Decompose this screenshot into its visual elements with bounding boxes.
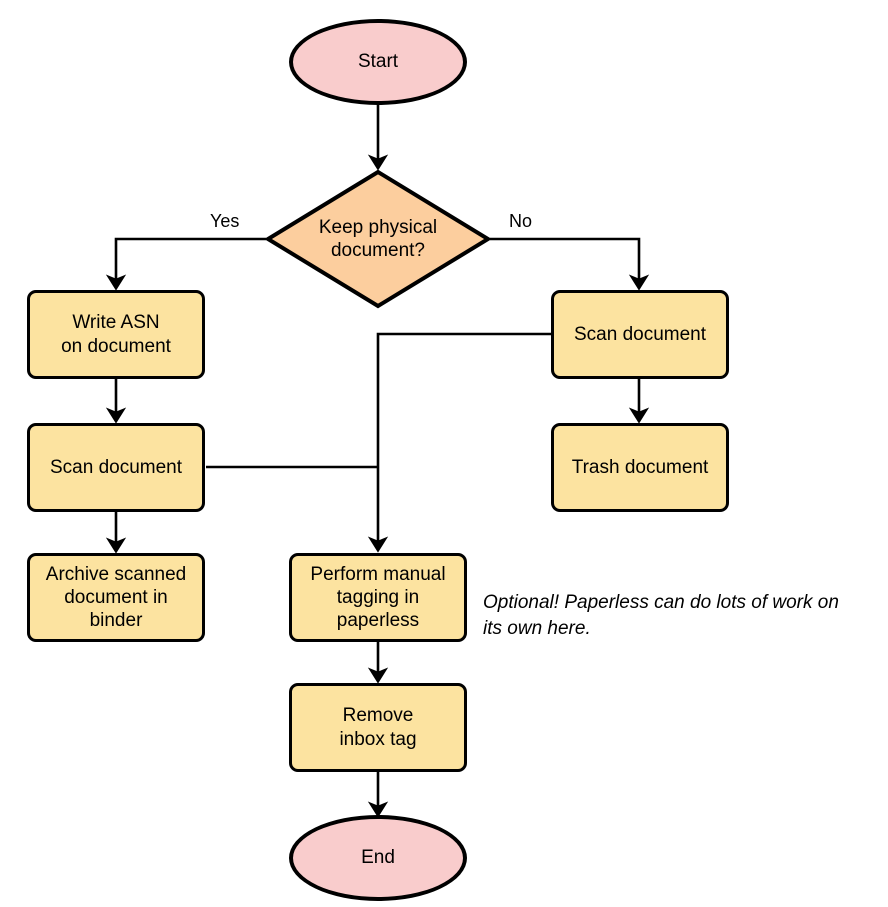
edge-scanright-to-tagging — [367, 332, 552, 553]
edge-decision-yes — [105, 237, 266, 291]
node-end-label: End — [361, 847, 395, 869]
node-scan-document-right[interactable]: Scan document — [551, 290, 729, 379]
node-trash-document[interactable]: Trash document — [551, 423, 729, 512]
optional-note: Optional! Paperless can do lots of work … — [483, 592, 839, 639]
edge-decision-no — [490, 237, 650, 291]
node-archive-binder[interactable]: Archive scanned document in binder — [27, 553, 205, 642]
node-trash-document-label: Trash document — [571, 456, 709, 478]
node-scan-document-left[interactable]: Scan document — [27, 423, 205, 512]
node-decision[interactable]: Keep physical document? — [264, 169, 492, 309]
node-manual-tagging-label: Perform manual tagging in paperless — [310, 563, 446, 632]
node-manual-tagging[interactable]: Perform manual tagging in paperless — [289, 553, 467, 642]
edge-label-no: No — [509, 211, 533, 231]
edge-label-yes: Yes — [210, 211, 240, 231]
node-start-label: Start — [357, 51, 399, 73]
node-start[interactable]: Start — [289, 19, 467, 105]
node-write-asn[interactable]: Write ASN on document — [27, 290, 205, 379]
node-write-asn-label: Write ASN on document — [61, 312, 171, 357]
node-archive-binder-label: Archive scanned document in binder — [45, 563, 187, 632]
node-scan-document-left-label: Scan document — [49, 456, 183, 478]
node-end[interactable]: End — [289, 815, 467, 901]
node-remove-inbox-tag-label: Remove inbox tag — [339, 705, 417, 750]
node-remove-inbox-tag[interactable]: Remove inbox tag — [289, 683, 467, 772]
decision-diamond-shape — [264, 169, 492, 309]
node-decision-label: Keep physical document? — [318, 216, 438, 261]
node-scan-document-right-label: Scan document — [573, 323, 707, 345]
